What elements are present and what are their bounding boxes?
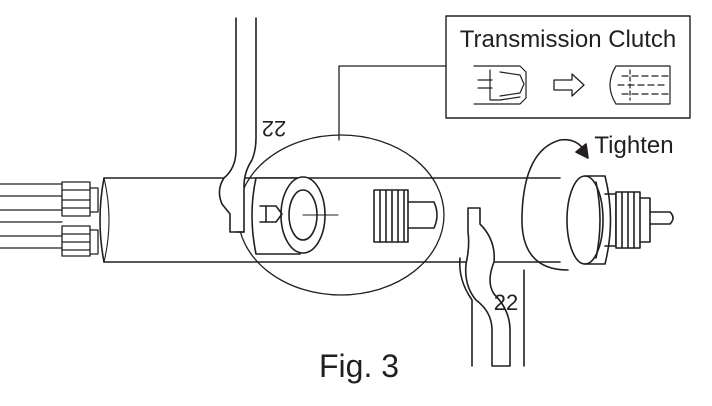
figure-caption: Fig. 3 — [319, 348, 399, 384]
tighten-label: Tighten — [594, 132, 673, 159]
end-cap-assembly — [566, 175, 674, 265]
arrowhead-icon — [575, 143, 589, 159]
threaded-fitting — [373, 189, 438, 243]
wrench-right-size-label: 22 — [494, 290, 518, 315]
wrench-left — [218, 17, 257, 233]
clutch-after-icon — [609, 65, 671, 105]
tighten-rotation-arrow — [521, 138, 589, 271]
transform-arrow-icon — [553, 73, 585, 97]
hex-nuts — [61, 181, 99, 257]
callout-leader-line — [338, 65, 447, 141]
transmission-clutch-callout: Transmission Clutch — [445, 15, 691, 119]
clutch-collar — [251, 176, 339, 255]
callout-title: Transmission Clutch — [460, 26, 677, 53]
wrench-right — [458, 207, 525, 367]
callout-frame — [445, 15, 691, 119]
supply-pipes — [0, 183, 63, 249]
clutch-before-icon — [473, 65, 527, 105]
wrench-left-size-label: 22 — [262, 116, 286, 141]
